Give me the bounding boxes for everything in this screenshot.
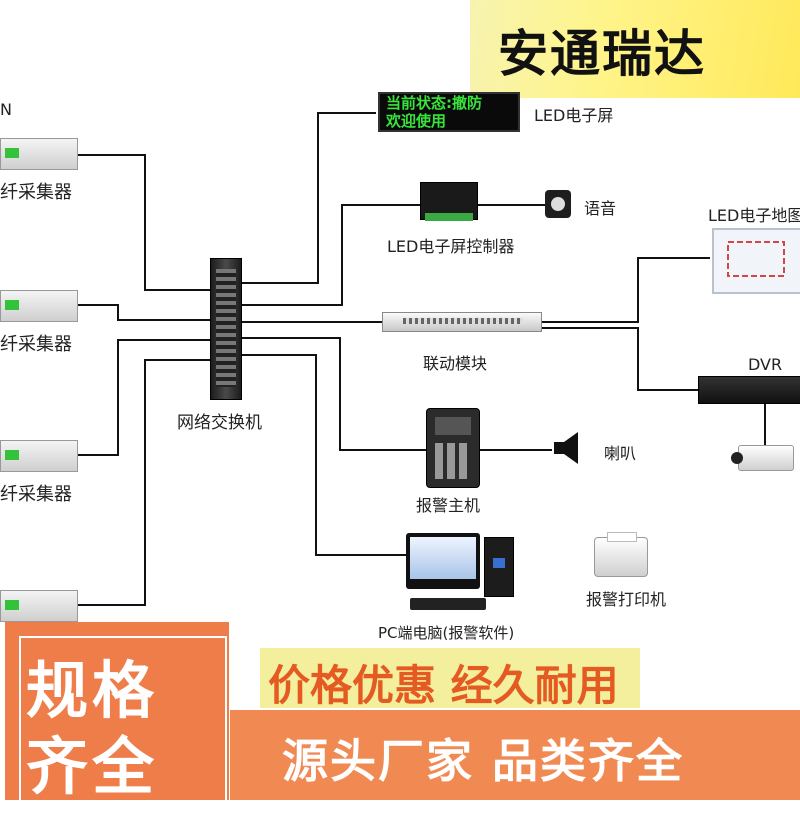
collector-device-4 bbox=[0, 590, 78, 622]
camera-icon bbox=[731, 445, 794, 471]
collector-label-2: 纤采集器 bbox=[0, 334, 72, 355]
led-screen-device: 当前状态:撤防 欢迎使用 bbox=[378, 92, 520, 132]
collector-device-2 bbox=[0, 290, 78, 322]
led-controller-device bbox=[420, 182, 478, 221]
wire-led-map bbox=[540, 257, 710, 323]
promo-top-text: 价格优惠 经久耐用 bbox=[268, 661, 619, 710]
horn-label: 喇叭 bbox=[604, 444, 637, 463]
left-badge-line2: 齐全 bbox=[26, 730, 159, 803]
led-controller-label: LED电子屏控制器 bbox=[387, 237, 515, 256]
printer-icon bbox=[594, 532, 648, 577]
alarm-host-device bbox=[426, 408, 480, 488]
wire-dvr bbox=[540, 327, 698, 391]
brand-title: 安通瑞达 bbox=[498, 25, 706, 83]
led-screen-label: LED电子屏 bbox=[534, 106, 614, 125]
collector-label-1: 纤采集器 bbox=[0, 182, 72, 203]
promo-top-banner bbox=[260, 648, 640, 708]
voice-label: 语音 bbox=[584, 199, 617, 218]
led-map-label: LED电子地图 bbox=[708, 206, 800, 225]
collector-device-1 bbox=[0, 138, 78, 170]
left-badge-line1: 规格 bbox=[26, 654, 159, 727]
printer-label: 报警打印机 bbox=[586, 590, 667, 609]
led-screen-line1: 当前状态:撤防 bbox=[386, 94, 482, 112]
wire-collector-2 bbox=[78, 304, 212, 321]
left-badge-frame bbox=[19, 636, 227, 816]
switch-label: 网络交换机 bbox=[177, 413, 262, 433]
network-switch-device bbox=[210, 258, 242, 400]
promo-bottom-text: 源头厂家 品类齐全 bbox=[282, 734, 685, 788]
pc-label: PC端电脑(报警软件) bbox=[378, 624, 515, 642]
wire-led-screen bbox=[240, 112, 376, 284]
wire-collector-3 bbox=[78, 339, 212, 456]
voice-speaker-icon bbox=[545, 190, 571, 218]
brand-banner bbox=[470, 0, 800, 98]
pc-keyboard-icon bbox=[410, 598, 486, 610]
linkage-module-device bbox=[382, 312, 542, 332]
horn-icon bbox=[550, 430, 580, 466]
left-top-fragment: N bbox=[0, 100, 12, 119]
dvr-device bbox=[698, 376, 800, 404]
wire-pc bbox=[240, 354, 406, 556]
left-badge bbox=[5, 622, 229, 816]
wire-alarm-host bbox=[240, 337, 426, 451]
collector-device-3 bbox=[0, 440, 78, 472]
led-map-device bbox=[712, 228, 800, 294]
collector-label-3: 纤采集器 bbox=[0, 484, 72, 505]
wire-collector-1 bbox=[78, 154, 212, 291]
linkage-label: 联动模块 bbox=[423, 354, 488, 373]
pc-tower-icon bbox=[484, 537, 514, 597]
dvr-label: DVR bbox=[748, 355, 783, 374]
wire-led-controller bbox=[240, 204, 420, 306]
wire-collector-4 bbox=[78, 359, 212, 606]
promo-bottom-banner bbox=[230, 710, 800, 800]
pc-monitor-icon bbox=[406, 533, 480, 589]
alarm-host-label: 报警主机 bbox=[416, 496, 481, 515]
led-screen-line2: 欢迎使用 bbox=[386, 112, 447, 130]
